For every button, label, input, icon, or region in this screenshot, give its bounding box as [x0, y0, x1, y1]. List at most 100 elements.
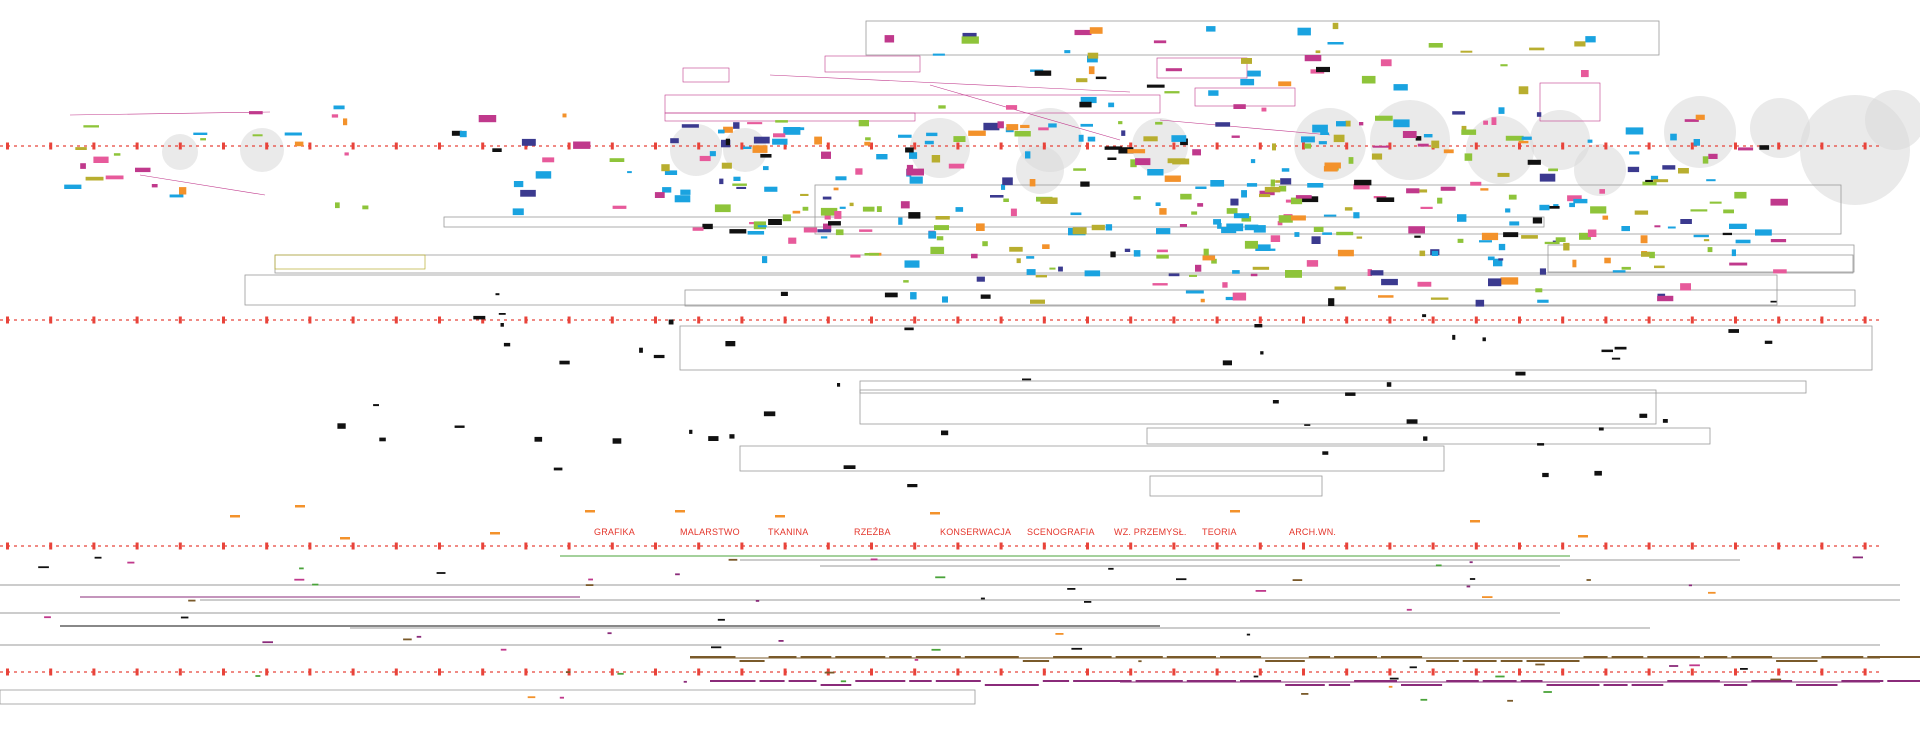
- bottom-marker: [1507, 699, 1513, 702]
- annotation-tag: [1359, 122, 1364, 126]
- orange-marker: [1230, 510, 1240, 513]
- annotation-tag: [1417, 281, 1432, 287]
- annotation-tag: [1431, 250, 1439, 256]
- year-marker: [222, 316, 225, 324]
- link-line: [769, 74, 1131, 93]
- bottom-marker: [683, 680, 687, 683]
- annotation-tag: [787, 127, 805, 131]
- group-frame: [859, 380, 1807, 394]
- annotation-tag: [64, 184, 82, 189]
- annotation-tag: [753, 136, 770, 144]
- annotation-tag: [1334, 286, 1346, 290]
- year-marker: [1561, 668, 1565, 676]
- annotation-tag: [757, 225, 767, 228]
- annotation-tag: [763, 411, 776, 417]
- annotation-tag: [904, 327, 914, 331]
- annotation-tag: [1241, 190, 1247, 198]
- bottom-marker: [312, 583, 319, 586]
- annotation-tag: [772, 138, 788, 145]
- annotation-tag: [762, 256, 768, 264]
- bottom-marker: [1740, 668, 1748, 670]
- annotation-tag: [1569, 202, 1575, 208]
- year-marker: [567, 542, 571, 550]
- annotation-tag: [1026, 256, 1035, 259]
- annotation-tag: [760, 154, 772, 158]
- step-segment: [1703, 656, 1728, 658]
- annotation-tag: [1304, 55, 1322, 62]
- year-marker: [92, 668, 96, 676]
- orange-marker: [295, 505, 305, 508]
- step-segment: [1135, 680, 1183, 682]
- annotation-tag: [1539, 268, 1546, 275]
- annotation-tag: [639, 347, 643, 353]
- annotation-tag: [1304, 424, 1311, 426]
- annotation-tag: [1312, 124, 1328, 133]
- annotation-tag: [968, 130, 986, 136]
- annotation-tag: [800, 193, 809, 196]
- annotation-tag: [1408, 226, 1425, 234]
- annotation-tag: [609, 158, 625, 162]
- year-marker: [1734, 542, 1737, 550]
- year-marker: [1302, 142, 1305, 150]
- step-segment: [1285, 684, 1325, 686]
- year-marker: [1474, 542, 1478, 550]
- annotation-tag: [1599, 189, 1605, 194]
- annotation-tag: [1108, 102, 1115, 108]
- annotation-tag: [1498, 107, 1505, 114]
- year-marker: [567, 142, 571, 150]
- annotation-tag: [1354, 179, 1372, 186]
- year-marker: [1302, 668, 1305, 676]
- annotation-tag: [294, 141, 304, 147]
- annotation-tag: [1529, 47, 1545, 51]
- bottom-marker: [1246, 633, 1251, 636]
- annotation-tag: [1532, 217, 1543, 224]
- year-marker: [178, 316, 182, 324]
- annotation-tag: [1307, 183, 1324, 188]
- annotation-tag: [1440, 186, 1456, 191]
- year-marker: [1258, 542, 1262, 550]
- annotation-tag: [905, 147, 914, 153]
- annotation-tag: [1639, 413, 1648, 418]
- annotation-tag: [1555, 237, 1566, 242]
- annotation-tag: [1457, 214, 1467, 222]
- department-label-teoria: TEORIA: [1202, 527, 1237, 537]
- annotation-tag: [1430, 297, 1449, 300]
- bottom-marker: [416, 635, 422, 638]
- year-marker: [394, 142, 398, 150]
- bottom-marker: [585, 584, 594, 586]
- annotation-tag: [1498, 243, 1506, 251]
- annotation-tag: [1537, 443, 1545, 446]
- annotation-tag: [834, 211, 842, 219]
- year-marker: [6, 668, 9, 676]
- annotation-tag: [1707, 247, 1713, 253]
- year-marker: [1258, 668, 1262, 676]
- annotation-tag: [1133, 250, 1141, 257]
- year-marker: [1604, 542, 1608, 550]
- annotation-tag: [1670, 133, 1677, 141]
- annotation-tag: [1200, 298, 1205, 303]
- bottom-marker: [1543, 691, 1552, 693]
- year-marker: [1215, 142, 1219, 150]
- year-marker: [481, 142, 485, 150]
- annotation-tag: [1572, 259, 1577, 268]
- annotation-tag: [1419, 250, 1426, 257]
- annotation-tag: [930, 246, 945, 254]
- annotation-tag: [718, 129, 725, 134]
- annotation-tag: [513, 181, 524, 188]
- annotation-tag: [1348, 157, 1354, 164]
- bottom-marker: [1770, 678, 1782, 681]
- annotation-tag: [1654, 225, 1661, 228]
- annotation-tag: [1393, 119, 1410, 128]
- year-marker: [1474, 668, 1478, 676]
- annotation-tag: [344, 152, 349, 156]
- annotation-tag: [1001, 184, 1006, 190]
- year-marker: [6, 542, 9, 550]
- annotation-tag: [824, 214, 831, 220]
- annotation-tag: [932, 53, 945, 56]
- annotation-tag: [1003, 198, 1009, 202]
- annotation-tag: [839, 206, 846, 209]
- annotation-tag: [1074, 29, 1092, 36]
- annotation-tag: [1300, 196, 1319, 203]
- orange-marker: [775, 515, 785, 518]
